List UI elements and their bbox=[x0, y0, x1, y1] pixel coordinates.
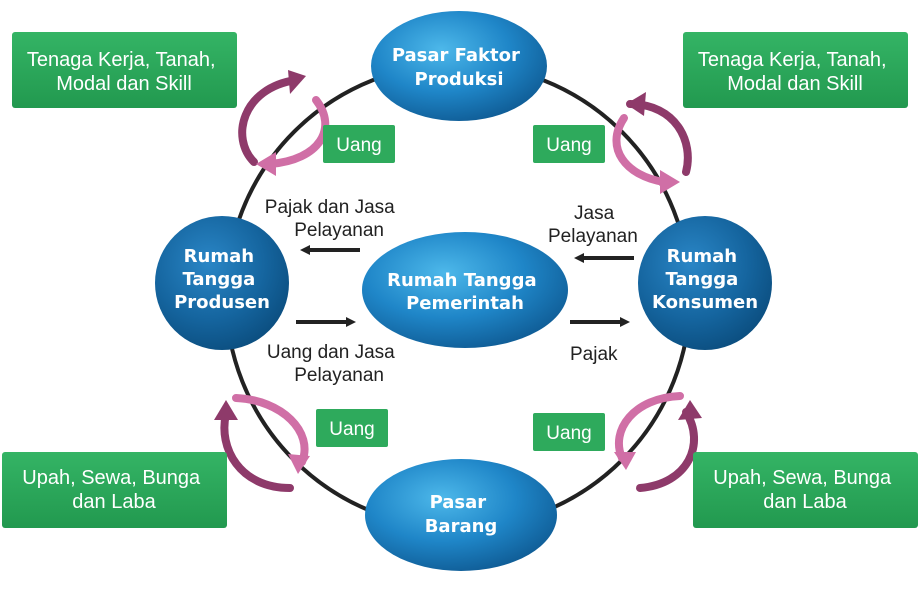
node-rumah-tangga-produsen-text: Rumah Tangga Produsen bbox=[174, 246, 270, 313]
arrowhead-top-left-outer bbox=[288, 70, 306, 94]
box-top-left: Tenaga Kerja, Tanah, Modal dan Skill bbox=[12, 32, 237, 108]
uang-badge-top-right: Uang bbox=[533, 125, 605, 163]
uang-badge-top-left: Uang bbox=[323, 125, 395, 163]
node-pasar-barang-text: Pasar Barang bbox=[425, 492, 498, 537]
label-pajak: Pajak bbox=[570, 344, 618, 365]
uang-text-bottom-right: Uang bbox=[546, 423, 591, 444]
arrow-top-left-outer bbox=[238, 76, 300, 166]
node-rumah-tangga-produsen: Rumah Tangga Produsen bbox=[155, 216, 289, 350]
box-top-left-text: Tenaga Kerja, Tanah, Modal dan Skill bbox=[27, 49, 221, 95]
box-bottom-left: Upah, Sewa, Bunga dan Laba bbox=[2, 452, 227, 528]
arrow-top-right-outer bbox=[626, 100, 692, 176]
node-pasar-barang: Pasar Barang bbox=[365, 459, 557, 571]
box-top-right: Tenaga Kerja, Tanah, Modal dan Skill bbox=[683, 32, 908, 108]
uang-badge-bottom-right: Uang bbox=[533, 413, 605, 451]
arrowhead-top-left-inner bbox=[256, 152, 276, 176]
arrowhead-top-right-inner bbox=[660, 170, 680, 194]
arrowhead-top-right-outer bbox=[626, 92, 646, 116]
arrow-top-left-inner bbox=[266, 96, 330, 168]
uang-badge-bottom-left: Uang bbox=[316, 409, 388, 447]
uang-text-bottom-left: Uang bbox=[329, 419, 374, 440]
node-pasar-faktor-produksi-text: Pasar Faktor Produksi bbox=[392, 45, 526, 90]
node-rumah-tangga-pemerintah-text: Rumah Tangga Pemerintah bbox=[387, 270, 543, 314]
arrowhead-bottom-right-outer bbox=[678, 400, 702, 420]
label-pajak-jasa: Pajak dan Jasa Pelayanan bbox=[265, 197, 400, 241]
arrow-bottom-left-outer bbox=[220, 410, 294, 492]
node-rumah-tangga-pemerintah: Rumah Tangga Pemerintah bbox=[362, 232, 568, 348]
node-pasar-faktor-produksi: Pasar Faktor Produksi bbox=[371, 11, 547, 121]
box-bottom-right-text: Upah, Sewa, Bunga dan Laba bbox=[713, 467, 896, 513]
uang-text-top-left: Uang bbox=[336, 135, 381, 156]
arrow-bottom-right-inner bbox=[614, 392, 684, 462]
node-rumah-tangga-konsumen: Rumah Tangga Konsumen bbox=[638, 216, 772, 350]
arrowhead-bottom-left-inner bbox=[288, 454, 310, 474]
box-top-right-text: Tenaga Kerja, Tanah, Modal dan Skill bbox=[698, 49, 892, 95]
box-bottom-right: Upah, Sewa, Bunga dan Laba bbox=[693, 452, 918, 528]
curved-arrows bbox=[214, 70, 702, 492]
arrow-bottom-right-outer bbox=[636, 408, 698, 492]
arrowhead-bottom-left-outer bbox=[214, 400, 238, 420]
straight-arrows bbox=[296, 245, 634, 327]
uang-text-top-right: Uang bbox=[546, 135, 591, 156]
arrowhead-bottom-right-inner bbox=[614, 452, 636, 470]
node-rumah-tangga-konsumen-text: Rumah Tangga Konsumen bbox=[652, 246, 758, 313]
box-bottom-left-text: Upah, Sewa, Bunga dan Laba bbox=[22, 467, 205, 513]
label-jasa: Jasa Pelayanan bbox=[548, 203, 638, 247]
label-uang-jasa: Uang dan Jasa Pelayanan bbox=[267, 342, 400, 386]
arrow-top-right-inner bbox=[612, 114, 668, 186]
arrow-bottom-left-inner bbox=[232, 394, 309, 466]
